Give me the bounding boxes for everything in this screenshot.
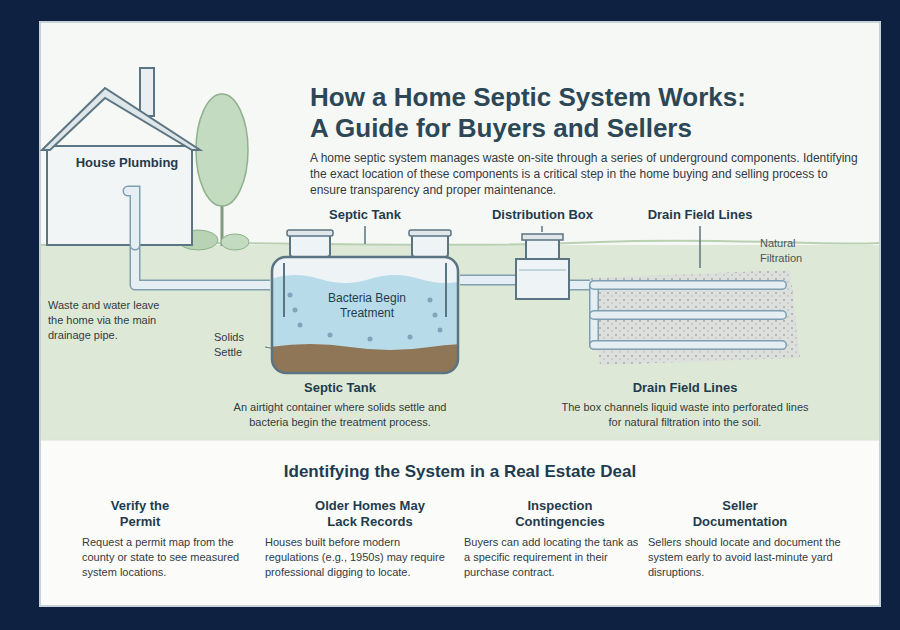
riser-cap xyxy=(522,234,563,240)
section-heading: Identifying the System in a Real Estate … xyxy=(120,462,800,482)
box-riser xyxy=(526,238,559,259)
leader-line xyxy=(364,226,366,244)
part-label: Natural Filtration xyxy=(760,236,822,266)
caption-text: The box channels liquid waste into perfo… xyxy=(560,400,810,430)
tank-outline xyxy=(272,257,458,373)
pipe-group xyxy=(570,285,590,286)
box-rim xyxy=(519,270,566,271)
caption-text: An airtight container where solids settl… xyxy=(215,400,465,430)
part-text: Bacteria Begin Treatment xyxy=(312,291,422,321)
subtitle: A home septic system manages waste on-si… xyxy=(310,150,865,199)
drain-pipe xyxy=(135,245,270,285)
note: Waste and water leave the home via the m… xyxy=(48,298,173,343)
bacteria-dot xyxy=(288,293,293,298)
house: House Plumbing xyxy=(42,88,200,245)
drain-field-shape xyxy=(590,270,800,365)
bacteria-dot xyxy=(293,308,298,313)
gravel-bed xyxy=(590,270,800,365)
column-text: Request a permit map from the county or … xyxy=(82,535,257,580)
card xyxy=(40,22,880,606)
caption-heading: Drain Field Lines xyxy=(590,380,780,396)
pipe-outline xyxy=(594,280,782,290)
pipe-outline xyxy=(135,245,270,285)
tank-lid xyxy=(290,234,330,257)
column-heading: Older Homes May Lack Records xyxy=(305,498,435,529)
distribution-box: Distribution Box xyxy=(515,258,570,300)
pipe-outline xyxy=(594,310,782,320)
bush xyxy=(221,234,249,250)
bacteria-dot xyxy=(328,333,333,338)
bacteria-dot xyxy=(368,337,373,342)
part-heading: Septic Tank xyxy=(300,207,430,223)
column-text: Houses built before modern regulations (… xyxy=(265,535,455,580)
drain-pipe xyxy=(460,276,515,284)
pipe xyxy=(128,191,135,245)
box-outline xyxy=(516,259,569,299)
pipe-outline xyxy=(460,275,515,286)
pipe xyxy=(594,342,782,349)
info-panel xyxy=(41,440,879,605)
pipe xyxy=(594,312,782,319)
part-heading: Drain Field Lines xyxy=(620,207,780,223)
pipe-group xyxy=(135,245,270,285)
chimney xyxy=(140,68,154,116)
column-heading: Inspection Contingencies xyxy=(505,498,615,529)
pipe-outline xyxy=(594,340,782,350)
tree xyxy=(196,94,248,206)
bacteria-dot xyxy=(433,313,438,318)
part-heading: House Plumbing xyxy=(62,155,192,171)
bacteria-dot xyxy=(438,328,443,333)
house-wall xyxy=(47,146,192,245)
tank-lid xyxy=(412,234,448,257)
drain-pipe xyxy=(570,281,590,289)
column-text: Buyers can add locating the tank as a sp… xyxy=(464,535,639,580)
column-heading: Seller Documentation xyxy=(690,498,790,529)
gravel-texture xyxy=(590,270,800,365)
lid-cap xyxy=(287,230,333,236)
bacteria-dot xyxy=(408,335,413,340)
pipe-outline xyxy=(128,191,135,245)
ground xyxy=(41,245,879,440)
house-roof xyxy=(42,88,200,150)
column-text: Sellers should locate and document the s… xyxy=(648,535,853,580)
leader-line xyxy=(699,226,701,268)
bacteria-dot xyxy=(298,323,303,328)
pipe xyxy=(594,282,782,289)
bacteria-dot xyxy=(428,298,433,303)
septic-tank: Septic TankBacteria Begin Treatment xyxy=(270,255,460,375)
column-heading: Verify the Permit xyxy=(90,498,190,529)
page-title: How a Home Septic System Works: A Guide … xyxy=(310,82,760,144)
part-label: Solids Settle xyxy=(214,330,264,360)
inlet-baffle xyxy=(283,263,285,317)
drain-field: Drain Field Lines xyxy=(590,270,800,365)
distribution-box-shape xyxy=(515,258,570,300)
pipe-outline xyxy=(570,280,590,291)
outlet-baffle xyxy=(445,263,447,317)
lid-cap xyxy=(409,230,451,236)
caption-heading: Septic Tank xyxy=(260,380,420,396)
pipe-group xyxy=(460,280,515,281)
leader-line xyxy=(541,226,543,232)
sludge-layer xyxy=(272,344,458,373)
panel-divider xyxy=(41,440,879,441)
part-heading: Distribution Box xyxy=(475,207,610,223)
